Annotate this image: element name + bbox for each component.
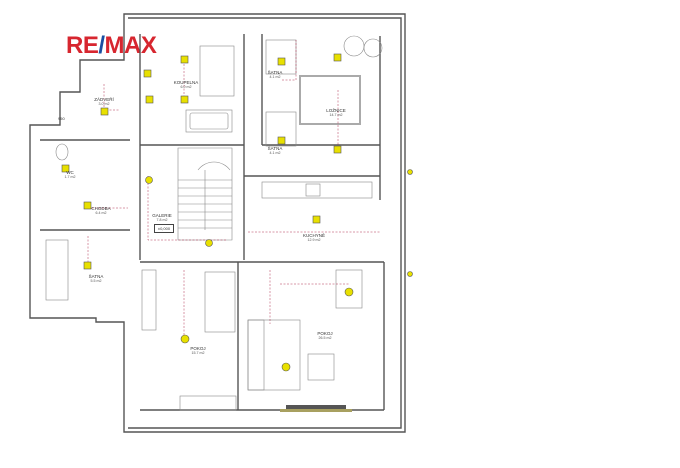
dimension-label: 950	[58, 116, 65, 121]
logo-re: RE	[66, 32, 99, 59]
remax-logo: RE/MAX	[66, 32, 157, 60]
logo-slash: /	[98, 32, 105, 59]
level-mark: ±0,000	[154, 224, 174, 233]
logo-max: MAX	[104, 32, 157, 59]
